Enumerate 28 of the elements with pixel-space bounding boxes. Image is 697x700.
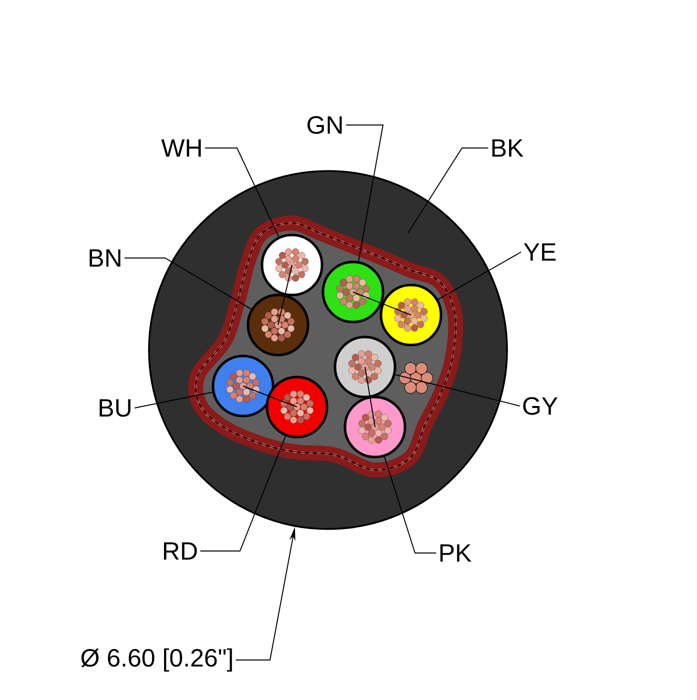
conductor xyxy=(212,354,274,418)
conductor xyxy=(266,376,328,438)
leader-line xyxy=(204,148,280,238)
conductor xyxy=(246,294,310,356)
leader-line xyxy=(438,252,522,300)
leader-line xyxy=(345,124,384,262)
wire-label: BK xyxy=(492,139,524,157)
conductor xyxy=(344,396,406,458)
leader-line xyxy=(124,258,252,310)
wire-label: PK xyxy=(440,544,472,562)
conductor xyxy=(260,234,324,296)
wire-label: BU xyxy=(100,399,130,417)
leader-line xyxy=(408,148,489,234)
wire-label: RD xyxy=(164,542,197,560)
leader-line xyxy=(384,456,437,554)
wire-label: BN xyxy=(90,249,120,267)
leader-line xyxy=(134,392,213,408)
conductor xyxy=(334,336,396,398)
conductor xyxy=(322,260,384,324)
pair-twist-line xyxy=(352,292,412,316)
wire-label: GN xyxy=(308,116,342,134)
conductor xyxy=(380,284,442,346)
wire-label: WH xyxy=(161,139,201,157)
leader-line xyxy=(200,436,286,552)
pair-twist-line xyxy=(278,264,292,326)
wire-label: GY xyxy=(523,397,558,415)
wire-label: Ø 6.60 [0.26"] xyxy=(81,648,232,672)
wire-label: YE xyxy=(524,243,556,261)
